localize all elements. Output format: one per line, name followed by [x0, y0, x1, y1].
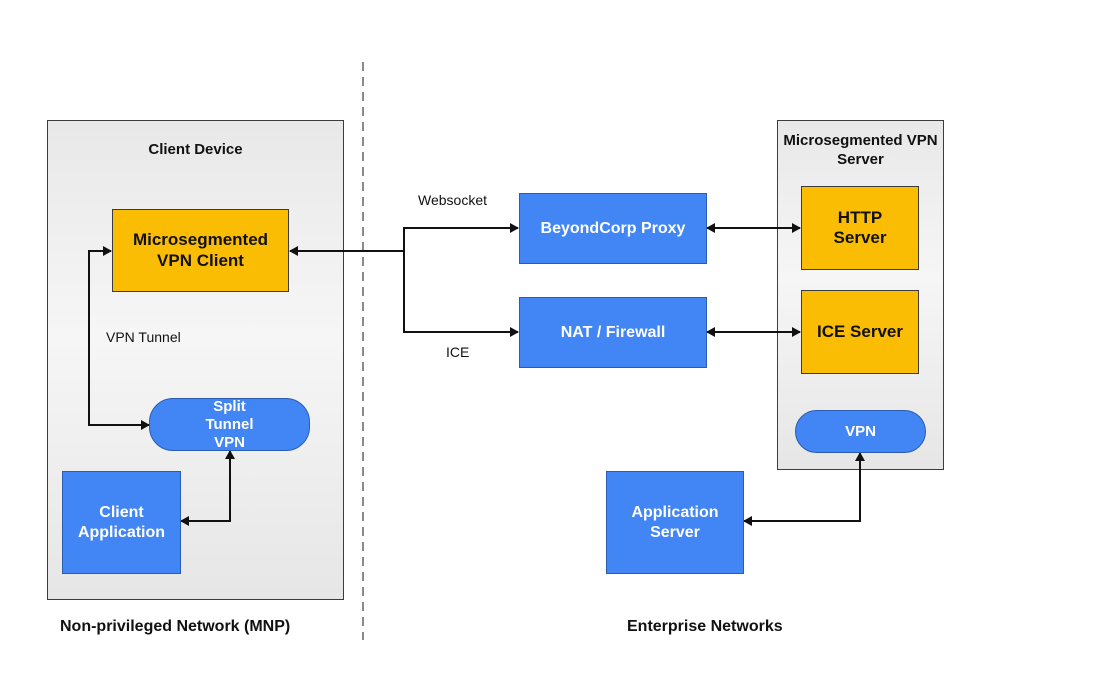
split-tunnel-node: Split Tunnel VPN	[149, 398, 310, 451]
edge-split-to-app	[180, 450, 235, 526]
vpn-tunnel-label: VPN Tunnel	[106, 329, 181, 345]
client-device-title: Client Device	[148, 141, 243, 158]
edge-vpn-tunnel	[88, 246, 150, 430]
ice-server-node: ICE Server	[801, 290, 919, 374]
nat-firewall-node: NAT / Firewall	[519, 297, 707, 368]
edge-vpn-to-appserver	[743, 452, 865, 526]
edge-websocket	[403, 223, 519, 251]
http-server-node: HTTP Server	[801, 186, 919, 270]
non-privileged-network-label: Non-privileged Network (MNP)	[60, 618, 291, 635]
beyondcorp-proxy-node: BeyondCorp Proxy	[519, 193, 707, 264]
ice-label: ICE	[446, 344, 470, 360]
websocket-label: Websocket	[418, 192, 487, 208]
vpn-client-node: Microsegmented VPN Client	[112, 209, 289, 292]
edge-ice	[403, 251, 519, 337]
vpn-node: VPN	[795, 410, 926, 453]
client-application-node: Client Application	[62, 471, 181, 574]
enterprise-networks-label: Enterprise Networks	[627, 618, 783, 635]
vpn-server-title: Microsegmented VPN Server	[783, 132, 938, 168]
application-server-node: Application Server	[606, 471, 744, 574]
